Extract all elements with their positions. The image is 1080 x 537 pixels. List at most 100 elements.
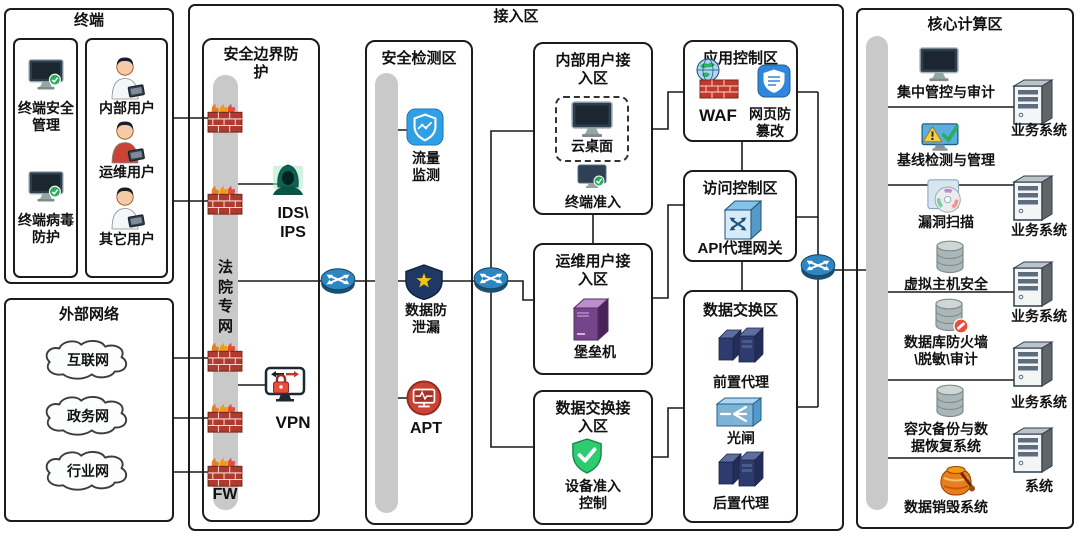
web-tamper-label: 网页防 篡改 — [749, 106, 791, 139]
vuln-scan-label: 漏洞扫描 — [918, 214, 974, 230]
router-icon — [319, 266, 357, 297]
api-gateway-icon — [721, 198, 765, 240]
access-zone-title: 接入区 — [493, 8, 539, 25]
apt-icon — [406, 380, 442, 416]
database-icon — [934, 240, 966, 274]
firewall-icon — [207, 403, 243, 433]
database-icon — [934, 384, 966, 418]
baseline-label: 基线检测与管理 — [897, 152, 995, 168]
router-icon — [799, 252, 837, 283]
terminal-admission-label: 终端准入 — [565, 194, 621, 210]
dlp-label: 数据防 泄漏 — [405, 302, 447, 335]
baseline-check-icon — [920, 122, 960, 154]
server-icon — [1010, 174, 1056, 222]
other-user-label: 其它用户 — [99, 231, 155, 247]
ids-ips-label: IDS\ IPS — [277, 205, 309, 241]
internet-label: 互联网 — [67, 352, 109, 368]
boundary-protection-title: 安全边界防 护 — [223, 46, 299, 81]
business-system-label: 业务系统 — [1011, 308, 1067, 324]
terminal-zone-title: 终端 — [73, 12, 104, 29]
terminal-virus-label: 终端病毒 防护 — [18, 212, 74, 245]
business-system-label: 业务系统 — [1011, 394, 1067, 410]
rear-proxy-label: 后置代理 — [713, 495, 769, 511]
db-firewall-label: 数据库防火墙 \脱敏\审计 — [904, 334, 988, 367]
access-zone-box — [188, 4, 844, 531]
internal-access-title: 内部用户接 入区 — [555, 52, 631, 87]
firewall-icon — [207, 342, 243, 372]
detection-bar — [375, 73, 398, 513]
app-control-box — [683, 40, 798, 142]
ops-access-title: 运维用户接 入区 — [555, 253, 631, 288]
line-router2-internal — [490, 130, 533, 281]
database-block-icon — [933, 298, 969, 334]
vm-security-label: 虚拟主机安全 — [904, 276, 988, 292]
detection-zone-box — [365, 40, 473, 525]
app-control-title: 应用控制区 — [702, 50, 778, 67]
server-icon — [1010, 260, 1056, 308]
central-mgmt-icon — [917, 46, 961, 84]
external-network-box — [4, 298, 174, 522]
data-exchange-title: 数据交换区 — [702, 302, 778, 319]
cloud-desktop-dashed-box — [555, 96, 629, 162]
terminal-mgmt-box — [13, 38, 78, 278]
industry-network-label: 行业网 — [67, 463, 109, 479]
monitor-check-icon — [26, 58, 66, 92]
central-mgmt-label: 集中管控与审计 — [897, 84, 995, 100]
rear-proxy-icon — [717, 448, 767, 492]
internal-user-icon — [106, 56, 146, 100]
waf-icon — [694, 58, 740, 100]
front-proxy-label: 前置代理 — [713, 374, 769, 390]
cloud-desktop-icon — [569, 100, 615, 140]
ops-user-label: 运维用户 — [99, 164, 155, 180]
firewall-icon — [207, 457, 243, 487]
access-control-title: 访问控制区 — [702, 180, 778, 197]
line-internal-appctl — [653, 91, 683, 130]
terminal-security-label: 终端安全 管理 — [18, 100, 74, 133]
monitor-check-icon — [26, 170, 66, 204]
terminal-users-box — [85, 38, 168, 278]
ops-user-icon — [106, 120, 146, 164]
optical-gate-label: 光闸 — [727, 430, 755, 446]
other-user-icon — [106, 186, 146, 230]
gov-network-label: 政务网 — [67, 408, 109, 424]
data-destruction-label: 数据销毁系统 — [904, 499, 988, 515]
business-system-label: 业务系统 — [1011, 222, 1067, 238]
line-ops-accessctl — [653, 204, 683, 299]
external-network-title: 外部网络 — [58, 306, 119, 323]
apt-label: APT — [410, 420, 442, 437]
ops-access-box — [533, 243, 653, 375]
exchange-access-title: 数据交换接 入区 — [555, 400, 631, 435]
court-network-label: 法院专网 — [217, 259, 233, 335]
terminal-admission-icon — [577, 164, 607, 190]
data-exchange-box — [683, 290, 798, 523]
fw-label: FW — [212, 486, 238, 503]
business-system-label: 业务系统 — [1011, 122, 1067, 138]
court-network-bar — [213, 75, 238, 510]
vpn-label: VPN — [275, 413, 311, 432]
boundary-protection-box — [202, 38, 320, 522]
traffic-monitor-icon — [406, 108, 444, 146]
core-zone-box — [856, 8, 1074, 529]
hacker-icon — [270, 163, 306, 197]
router-icon — [472, 265, 510, 296]
exchange-access-box — [533, 390, 653, 525]
bastion-host-icon — [568, 296, 614, 342]
front-proxy-icon — [717, 324, 767, 368]
firewall-icon — [207, 103, 243, 133]
terminal-zone-box — [4, 8, 174, 284]
internal-user-label: 内部用户 — [99, 100, 155, 116]
system-label: 系统 — [1025, 478, 1053, 494]
server-icon — [1010, 426, 1056, 474]
waf-label: WAF — [699, 106, 737, 125]
internal-access-box — [533, 42, 653, 215]
traffic-monitor-label: 流量 监测 — [412, 150, 440, 183]
optical-gate-icon — [715, 396, 763, 428]
device-admission-icon — [571, 438, 603, 474]
vpn-icon — [262, 366, 308, 406]
line-router2-exchange — [490, 281, 533, 448]
disaster-recovery-label: 容灾备份与数 据恢复系统 — [904, 421, 988, 454]
line-exchange-dx — [653, 407, 683, 458]
server-icon — [1010, 340, 1056, 388]
core-zone-title: 核心计算区 — [927, 16, 1003, 33]
